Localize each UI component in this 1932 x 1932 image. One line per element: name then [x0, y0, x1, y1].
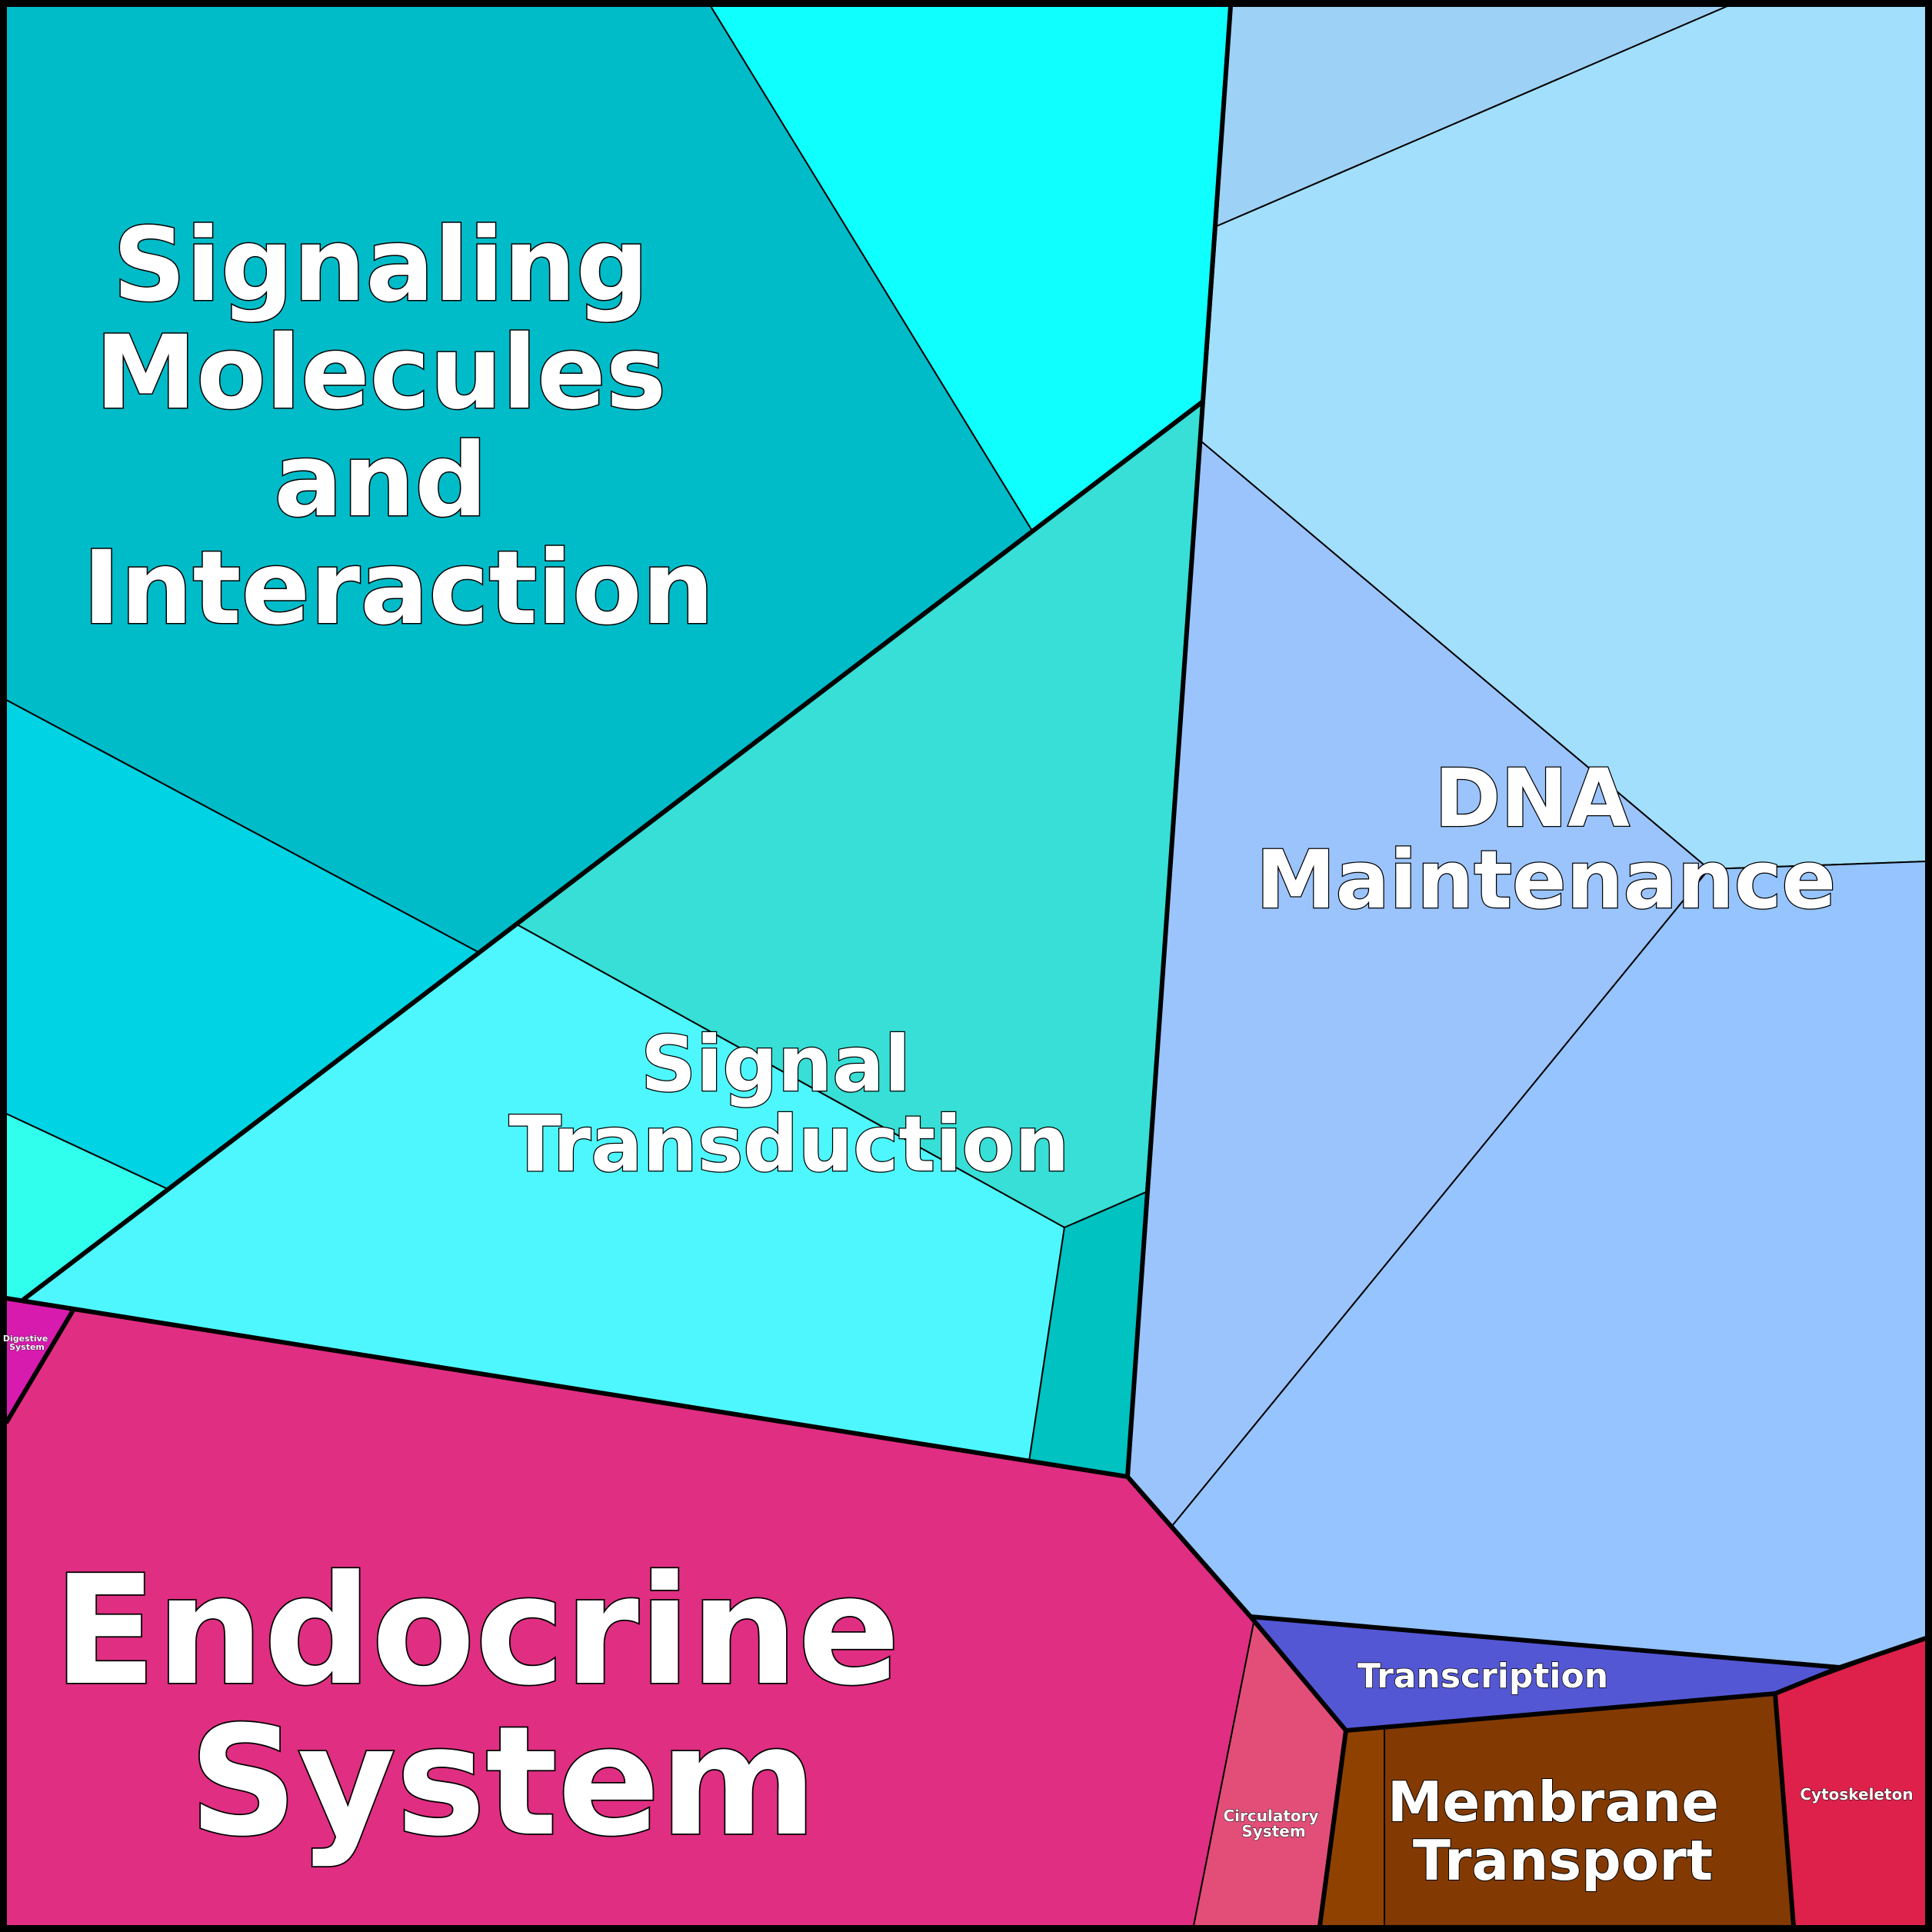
label-endocrine-system: Endocrine System — [53, 1544, 952, 1870]
label-cytoskeleton: Cytoskeleton — [1800, 1785, 1913, 1804]
label-signal-transduction: Signal Transduction — [509, 1019, 1070, 1189]
label-membrane-line-2: Transport — [1413, 1828, 1713, 1893]
label-signaling-line-1: Signaling — [113, 206, 649, 325]
boundary-transcription-bottom — [1248, 1615, 1841, 1733]
category-boundaries — [4, 5, 1927, 1927]
boundary-cytoskeleton — [1773, 1693, 1796, 1927]
label-cytoskeleton-line-1: Cytoskeleton — [1800, 1785, 1913, 1804]
label-signaling-line-2: Molecules — [95, 314, 666, 432]
label-signaling-line-4: Interaction — [82, 529, 714, 648]
label-signal-transduction-line-2: Transduction — [509, 1099, 1070, 1189]
label-signaling-molecules: Signaling Molecules and Interaction — [82, 206, 714, 648]
boundary-circulatory — [1317, 1730, 1348, 1927]
boundary-digestive — [4, 1307, 76, 1424]
label-circulatory-system: Circulatory System — [1223, 1807, 1324, 1840]
label-dna-line-2: Maintenance — [1256, 833, 1836, 927]
label-digestive-line-2: System — [9, 1342, 45, 1352]
label-signal-transduction-line-1: Signal — [641, 1019, 911, 1109]
region-dna-maintenance — [1126, 5, 1927, 1669]
label-transcription-line-1: Transcription — [1357, 1657, 1608, 1696]
label-digestive-line-1: Digestive — [3, 1334, 48, 1344]
boundary-left-dna — [1125, 5, 1233, 1477]
label-dna-maintenance: DNA Maintenance — [1256, 751, 1836, 927]
label-circulatory-line-2: System — [1241, 1822, 1305, 1840]
label-transcription: Transcription — [1357, 1657, 1608, 1696]
label-circulatory-line-1: Circulatory — [1223, 1807, 1318, 1825]
label-endocrine-line-2: System — [189, 1694, 817, 1870]
label-endocrine-line-1: Endocrine — [53, 1544, 900, 1719]
label-dna-line-1: DNA — [1434, 751, 1630, 845]
boundary-signaling-transduction — [22, 399, 1204, 1302]
region-signaling-molecules — [5, 5, 1232, 1301]
label-membrane-transport: Membrane Transport — [1387, 1770, 1738, 1893]
label-membrane-line-1: Membrane — [1387, 1770, 1719, 1834]
label-signaling-line-3: and — [274, 421, 488, 540]
label-digestive-system: Digestive System — [3, 1334, 51, 1352]
